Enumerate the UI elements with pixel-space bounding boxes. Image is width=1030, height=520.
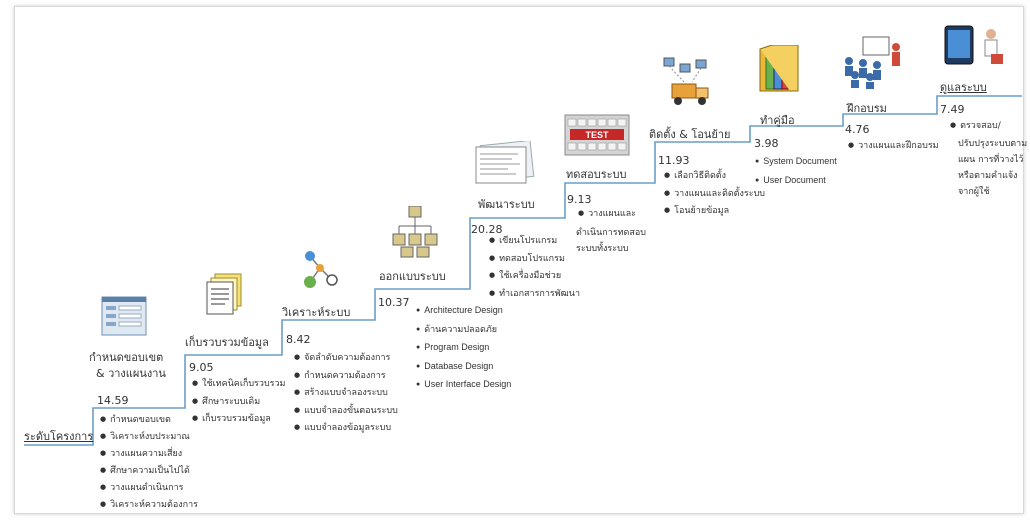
- step-items-5: เขียนโปรแกรม ทดสอบโปรแกรม ใช้เครื่องมือช…: [489, 233, 580, 303]
- step-items-2: ใช้เทคนิคเก็บรวบรวม ศึกษาระบบเดิม เก็บรว…: [192, 376, 285, 429]
- code-document-icon: [474, 139, 536, 189]
- list-item: ตรวจสอบ/: [950, 118, 1001, 136]
- keyboard-test-icon: TEST: [564, 113, 630, 161]
- step-label-scope: กำหนดขอบเขต: [89, 351, 164, 364]
- server-hierarchy-icon: [389, 205, 441, 262]
- step-items-7: เลือกวิธีติดตั้ง วางแผนและติดตั้งระบบ โอ…: [664, 168, 765, 221]
- step-label-manual: ทำคู่มือ: [760, 114, 795, 127]
- list-item: เลือกวิธีติดตั้ง: [664, 168, 765, 186]
- list-item: วางแผนดำเนินการ: [100, 480, 198, 497]
- list-item: แบบจำลองขั้นตอนระบบ: [294, 403, 398, 421]
- list-item: Database Design: [416, 358, 511, 377]
- step-items-10: ตรวจสอบ/: [950, 118, 1001, 136]
- step-number-9: 4.76: [845, 123, 870, 136]
- delivery-truck-icon: [658, 54, 716, 112]
- stacked-documents-icon: [205, 272, 245, 320]
- step-label-design: ออกแบบระบบ: [379, 270, 446, 283]
- step-items-8: System Document User Document: [755, 153, 837, 190]
- step-number-10: 7.49: [940, 103, 965, 116]
- list-item-continued: ดำเนินการทดสอบ: [576, 228, 647, 238]
- form-document-icon: [101, 296, 147, 340]
- list-item: เขียนโปรแกรม: [489, 233, 580, 251]
- tablet-support-icon: [941, 24, 1007, 76]
- list-item: โอนย้ายข้อมูล: [664, 203, 765, 221]
- list-item: Architecture Design: [416, 302, 511, 321]
- list-item-continued: ระบบทั้งระบบ: [576, 244, 629, 254]
- step-label-maintenance: ดูแลระบบ: [940, 81, 987, 94]
- list-item: วางแผนและติดตั้งระบบ: [664, 186, 765, 204]
- list-item: กำหนดขอบเขต: [100, 412, 198, 429]
- molecule-network-icon: [298, 246, 344, 296]
- list-item: เก็บรวบรวมข้อมูล: [192, 411, 285, 429]
- step-label-gather: เก็บรวบรวมข้อมูล: [185, 336, 269, 349]
- list-item-continued: จากผู้ใช้: [958, 187, 990, 197]
- step-number-6: 9.13: [567, 193, 592, 206]
- list-item: ศึกษาความเป็นไปได้: [100, 463, 198, 480]
- step-number-8: 3.98: [754, 137, 779, 150]
- list-item: ทำเอกสารการพัฒนา: [489, 286, 580, 304]
- step-label-training: ฝึกอบรม: [847, 102, 887, 115]
- list-item: กำหนดความต้องการ: [294, 368, 398, 386]
- list-item-continued: แผน การที่วางไว้: [958, 155, 1024, 165]
- step-number-4: 10.37: [378, 296, 410, 309]
- step-number-3: 8.42: [286, 333, 311, 346]
- list-item: Program Design: [416, 339, 511, 358]
- list-item-continued: หรือตามคำแจ้ง: [958, 171, 1018, 181]
- step-items-6: วางแผนและ: [578, 206, 636, 224]
- step-items-9: วางแผนและฝึกอบรม: [848, 138, 939, 156]
- list-item: ใช้เครื่องมือช่วย: [489, 268, 580, 286]
- step-label-develop: พัฒนาระบบ: [478, 198, 535, 211]
- list-item: จัดลำดับความต้องการ: [294, 350, 398, 368]
- step-items-1: กำหนดขอบเขต วิเคราะห์งบประมาณ วางแผนความ…: [100, 412, 198, 514]
- step-items-6-continued: ดำเนินการทดสอบ ระบบทั้งระบบ: [576, 225, 646, 257]
- list-item: User Document: [755, 172, 837, 191]
- training-class-icon: [841, 35, 907, 93]
- list-item: วางแผนและฝึกอบรม: [848, 138, 939, 156]
- folder-binder-icon: [756, 44, 802, 99]
- step-items-4: Architecture Design ด้านความปลอดภัย Prog…: [416, 302, 511, 395]
- step-label-project: ระดับโครงการ: [24, 430, 94, 443]
- list-item: สร้างแบบจำลองระบบ: [294, 385, 398, 403]
- list-item: วิเคราะห์งบประมาณ: [100, 429, 198, 446]
- step-label-analysis: วิเคราะห์ระบบ: [282, 306, 351, 319]
- list-item: User Interface Design: [416, 376, 511, 395]
- list-item: แบบจำลองข้อมูลระบบ: [294, 420, 398, 438]
- list-item: วางแผนความเสี่ยง: [100, 446, 198, 463]
- list-item: ใช้เทคนิคเก็บรวบรวม: [192, 376, 285, 394]
- step-items-10-continued: ปรับปรุงระบบตาม แผน การที่วางไว้ หรือตาม…: [958, 136, 1027, 200]
- test-banner-text: TEST: [585, 130, 609, 140]
- step-number-1: 14.59: [97, 394, 129, 407]
- list-item: วิเคราะห์ความต้องการ: [100, 497, 198, 514]
- step-label-scope-line2: & วางแผนงาน: [96, 367, 166, 380]
- step-label-testing: ทดสอบระบบ: [566, 168, 627, 181]
- list-item: System Document: [755, 153, 837, 172]
- step-label-install: ติดตั้ง & โอนย้าย: [649, 128, 731, 141]
- list-item: ด้านความปลอดภัย: [416, 321, 511, 340]
- list-item: วางแผนและ: [578, 206, 636, 224]
- step-items-3: จัดลำดับความต้องการ กำหนดความต้องการ สร้…: [294, 350, 398, 438]
- list-item: ศึกษาระบบเดิม: [192, 394, 285, 412]
- step-number-2: 9.05: [189, 361, 214, 374]
- list-item: ทดสอบโปรแกรม: [489, 251, 580, 269]
- list-item-continued: ปรับปรุงระบบตาม: [958, 139, 1028, 149]
- step-number-7: 11.93: [658, 154, 690, 167]
